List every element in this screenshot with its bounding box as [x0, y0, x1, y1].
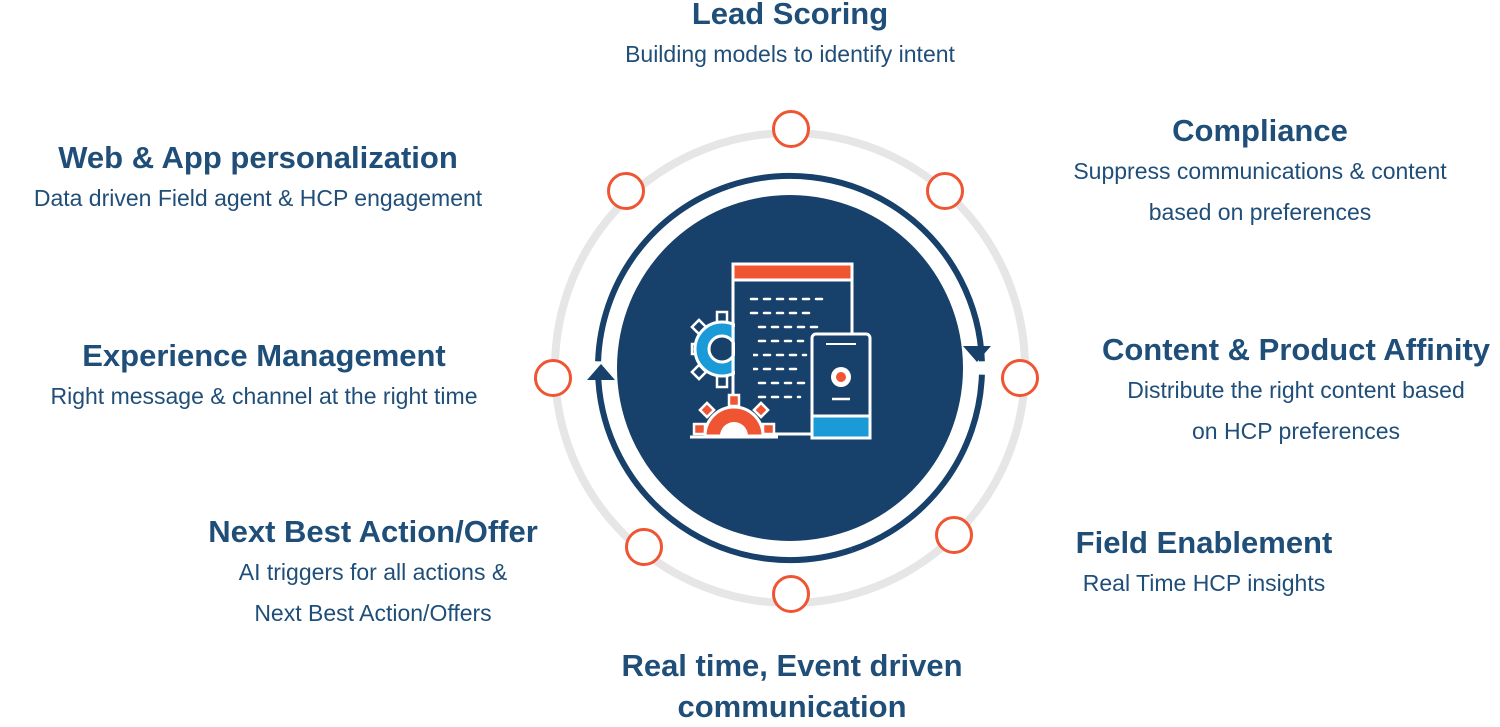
lead-scoring-title: Lead Scoring — [691, 0, 889, 31]
gear-icon — [690, 393, 778, 439]
field-enablement-title: Field Enablement — [1075, 525, 1333, 560]
realtime-title-line-2: communication — [677, 689, 907, 724]
content-affinity-title: Content & Product Affinity — [1101, 332, 1491, 367]
next-best-action-desc-line-2: Next Best Action/Offers — [254, 600, 492, 626]
experience-desc: Right message & channel at the right tim… — [50, 383, 478, 409]
node-web-app — [607, 172, 645, 210]
node-field-enablement — [935, 516, 973, 554]
label-compliance: Compliance Suppress communications & con… — [1010, 111, 1500, 233]
content-affinity-desc-line-1: Distribute the right content based — [1127, 377, 1465, 403]
compliance-title: Compliance — [1172, 113, 1348, 148]
compliance-desc-line-1: Suppress communications & content — [1073, 158, 1447, 184]
label-experience-management: Experience Management Right message & ch… — [14, 336, 514, 417]
node-compliance — [926, 172, 964, 210]
arc-segment-bottom-gap — [595, 183, 730, 362]
label-realtime-communication: Real time, Event driven communication — [542, 645, 1042, 727]
arc-segment-top-gap — [850, 374, 985, 553]
cycle-arrow-arc-right — [727, 172, 985, 362]
label-web-app-personalization: Web & App personalization Data driven Fi… — [8, 138, 508, 219]
node-experience — [534, 359, 572, 397]
field-enablement-desc: Real Time HCP insights — [1082, 570, 1326, 596]
web-app-title: Web & App personalization — [58, 140, 458, 175]
experience-title: Experience Management — [82, 338, 446, 373]
realtime-title-line-1: Real time, Event driven — [621, 648, 963, 683]
gear-icon — [690, 310, 753, 389]
content-affinity-desc-line-2: on HCP preferences — [1192, 418, 1400, 444]
label-content-affinity: Content & Product Affinity Distribute th… — [1046, 330, 1500, 452]
node-lead-scoring — [772, 110, 810, 148]
cycle-arrow-arc-left — [595, 374, 853, 564]
node-circles — [534, 110, 1039, 613]
label-lead-scoring: Lead Scoring Building models to identify… — [540, 0, 1040, 75]
label-field-enablement: Field Enablement Real Time HCP insights — [954, 523, 1454, 604]
arrow-head-down-icon — [963, 346, 991, 362]
node-content-affinity — [1001, 359, 1039, 397]
arrow-head-up-icon — [587, 364, 615, 380]
lead-scoring-desc: Building models to identify intent — [625, 41, 955, 67]
compliance-desc-line-2: based on preferences — [1148, 199, 1372, 225]
mobile-phone-icon — [810, 332, 872, 440]
node-next-best-action — [625, 528, 663, 566]
app-development-icon — [690, 262, 872, 440]
label-next-best-action: Next Best Action/Offer AI triggers for a… — [123, 512, 623, 634]
web-app-desc: Data driven Field agent & HCP engagement — [33, 185, 483, 211]
next-best-action-desc-line-1: AI triggers for all actions & — [238, 559, 508, 585]
node-realtime — [772, 575, 810, 613]
next-best-action-title: Next Best Action/Offer — [208, 514, 538, 549]
